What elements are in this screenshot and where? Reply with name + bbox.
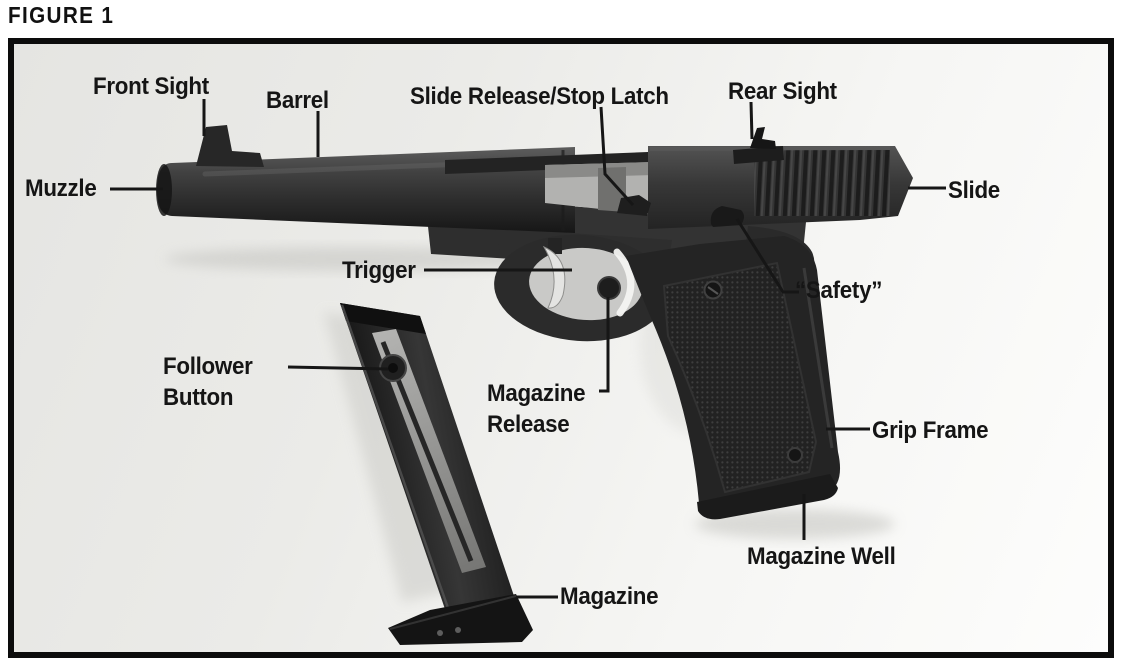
figure-frame <box>8 38 1114 658</box>
label-trigger: Trigger <box>342 257 416 284</box>
label-rear-sight: Rear Sight <box>728 78 837 105</box>
label-muzzle: Muzzle <box>25 175 97 202</box>
label-front-sight: Front Sight <box>93 73 209 100</box>
label-safety: “Safety” <box>795 277 883 304</box>
label-magazine-release: Magazine Release <box>487 380 586 439</box>
label-grip-frame: Grip Frame <box>872 417 989 444</box>
label-slide-release: Slide Release/Stop Latch <box>410 83 669 110</box>
label-slide: Slide <box>948 177 1000 204</box>
label-barrel: Barrel <box>266 87 329 114</box>
figure-heading: FIGURE 1 <box>8 2 115 28</box>
label-magazine-well: Magazine Well <box>747 543 896 570</box>
label-follower-button: Follower Button <box>163 353 253 412</box>
label-magazine: Magazine <box>560 583 659 610</box>
